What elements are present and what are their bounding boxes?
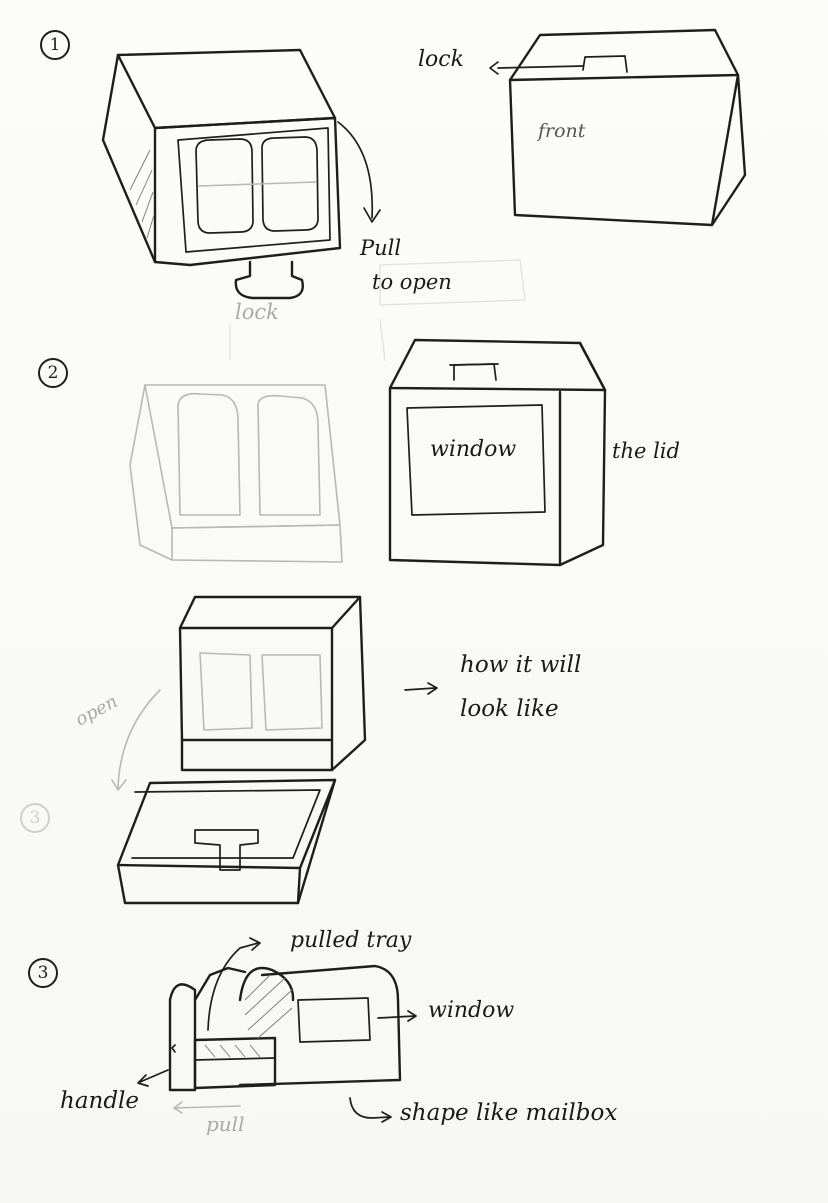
label-lock-bottom: lock — [235, 300, 279, 324]
label-pull-line1: Pull — [360, 236, 402, 260]
box-sketch-1-right — [489, 28, 747, 227]
label-how-line1: how it will — [460, 652, 582, 678]
label-pulled-tray: pulled tray — [290, 928, 412, 953]
box-sketch-2-open — [111, 595, 438, 905]
mailbox-sketch-3 — [137, 937, 417, 1123]
section-number-3: 3 — [28, 958, 58, 988]
label-handle: handle — [60, 1088, 140, 1114]
box-sketch-1-left — [101, 48, 381, 300]
label-lock-top: lock — [418, 47, 464, 72]
box-sketch-2-lid — [388, 338, 607, 567]
box-sketch-2-faded — [129, 384, 343, 563]
label-window-mailbox: window — [428, 998, 515, 1023]
section-number-2: 2 — [38, 358, 68, 388]
label-pull-line2: to open — [372, 270, 452, 294]
label-window: window — [430, 437, 517, 462]
label-shape-like-mailbox: shape like mailbox — [400, 1100, 618, 1126]
section-number-1: 1 — [40, 30, 70, 60]
label-pull: pull — [206, 1112, 245, 1136]
label-front: front — [538, 120, 586, 142]
label-how-line2: look like — [460, 696, 559, 722]
label-the-lid: the lid — [612, 439, 680, 463]
ghost-marks — [229, 259, 526, 361]
section-number-faded: 3 — [20, 803, 50, 833]
